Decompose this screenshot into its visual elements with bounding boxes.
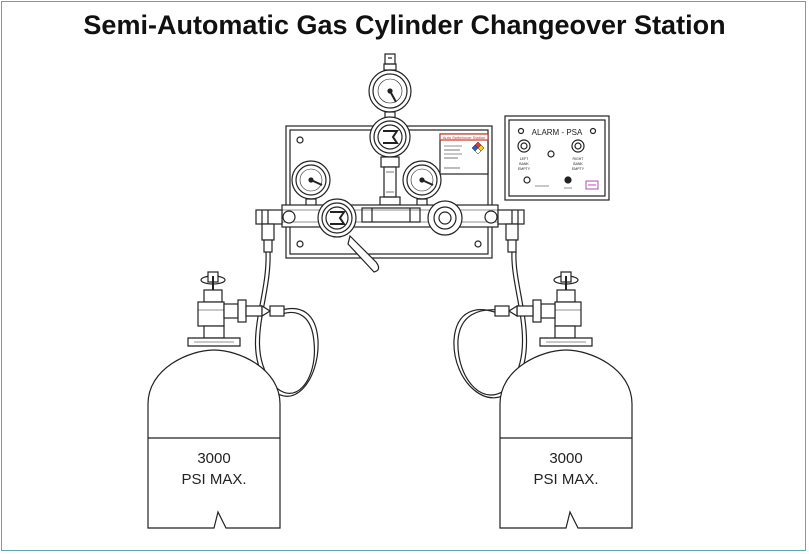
left-cylinder-rating-line1: 3000 — [197, 450, 230, 467]
right-inlet-gauge — [402, 160, 442, 208]
alarm-right-line3: EMPTY — [572, 167, 585, 171]
nfpa-hazard-diamond — [471, 141, 485, 155]
delivery-pressure-gauge — [368, 53, 412, 119]
alarm-left-line3: EMPTY — [518, 167, 531, 171]
right-cylinder-rating-line2: PSI MAX. — [533, 471, 598, 488]
alarm-panel-heading: ALARM - PSA — [532, 128, 583, 137]
check-valve-right — [427, 200, 463, 236]
central-regulator — [369, 116, 411, 206]
manifold-bar — [281, 204, 499, 228]
right-inlet-fitting — [484, 209, 525, 253]
right-cylinder-rating-line1: 3000 — [549, 450, 582, 467]
alarm-left-line2: BANK — [519, 162, 529, 166]
left-gas-cylinder: 3000 PSI MAX. — [147, 337, 281, 529]
changeover-regulator-left — [317, 198, 380, 273]
diagram-title: Semi-Automatic Gas Cylinder Changeover S… — [83, 10, 726, 40]
right-gas-cylinder: 3000 PSI MAX. — [499, 337, 633, 529]
left-cylinder-rating-line2: PSI MAX. — [181, 471, 246, 488]
left-inlet-gauge — [291, 160, 331, 208]
alarm-left-line1: LEFT — [520, 157, 529, 161]
right-cylinder-valve — [494, 271, 582, 339]
station-label-header: Auto Switchover Station — [443, 135, 485, 140]
left-inlet-fitting — [255, 209, 296, 253]
alarm-right-line1: RIGHT — [573, 157, 585, 161]
alarm-right-line2: BANK — [573, 162, 583, 166]
left-cylinder-valve — [197, 271, 285, 339]
station-info-label: Auto Switchover Station — [439, 133, 489, 175]
alarm-panel: ALARM - PSA LEFT BANK EMPTY RIGHT BANK E… — [504, 115, 610, 201]
